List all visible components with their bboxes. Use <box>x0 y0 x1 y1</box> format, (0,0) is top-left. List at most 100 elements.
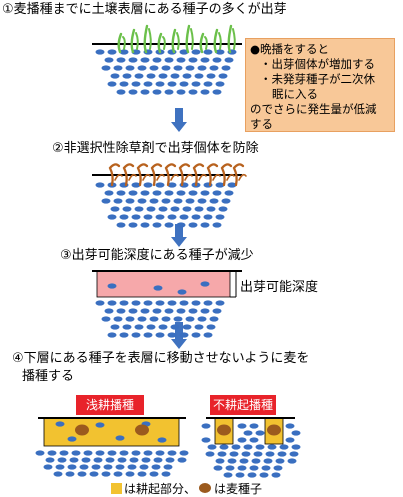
seed <box>167 81 177 87</box>
seed <box>125 198 135 204</box>
seed <box>212 222 222 228</box>
seed <box>143 81 153 87</box>
seed <box>122 73 132 79</box>
seed <box>116 89 126 95</box>
seed <box>119 332 129 338</box>
late-sowing-note: ●晩播をすると ・出芽個体が増加する ・未発芽種子が二次休 眠に入る のでさらに… <box>245 38 395 132</box>
seed <box>113 198 123 204</box>
dead-sprouts <box>108 163 247 187</box>
seed <box>185 65 195 71</box>
seed <box>155 332 165 338</box>
seed <box>115 435 125 441</box>
seed <box>285 423 295 429</box>
dead-sprout-leaf <box>226 173 235 181</box>
down-arrow <box>171 224 187 247</box>
seed <box>201 437 211 443</box>
seed-cluster-4 <box>35 421 301 478</box>
sprout-leaf <box>122 36 126 50</box>
seed <box>215 214 225 220</box>
seed <box>131 450 141 456</box>
seed <box>140 222 150 228</box>
seed <box>203 300 213 306</box>
dead-sprout <box>232 163 245 187</box>
emergence-depth-band <box>96 270 231 298</box>
seed <box>143 182 153 188</box>
seed <box>179 300 189 306</box>
seed <box>165 457 175 463</box>
seed <box>152 222 162 228</box>
seed <box>93 457 103 463</box>
seed <box>182 73 192 79</box>
seed <box>201 423 211 429</box>
seed <box>176 190 186 196</box>
seed <box>119 450 129 456</box>
seed <box>227 182 237 188</box>
seed <box>107 49 117 55</box>
dead-sprout <box>122 163 135 187</box>
seed <box>117 457 127 463</box>
seed <box>140 57 150 63</box>
seed <box>59 450 69 456</box>
seed <box>239 458 249 464</box>
step-2-text: ②非選択性除草剤で出芽個体を防除 <box>52 141 259 156</box>
seed <box>185 316 195 322</box>
seed <box>218 206 228 212</box>
seed <box>207 444 217 450</box>
seed <box>279 444 289 450</box>
seed <box>197 316 207 322</box>
seed <box>116 190 126 196</box>
seed <box>158 206 168 212</box>
dead-sprout <box>192 163 205 187</box>
seed <box>167 214 177 220</box>
wheat-seed <box>217 424 231 436</box>
sprout <box>185 24 191 54</box>
seed <box>203 214 213 220</box>
legend-tilled-text: は耕起部分、 <box>124 482 197 496</box>
seed <box>221 65 231 71</box>
seed <box>104 190 114 196</box>
step-1-text: ①麦播種までに土壌表層にある種子の多くが出芽 <box>2 2 287 17</box>
seed <box>206 324 216 330</box>
seed <box>200 222 210 228</box>
seed <box>291 430 301 436</box>
seed <box>176 89 186 95</box>
note-line-6: する <box>250 117 273 131</box>
seed <box>153 285 163 291</box>
dead-sprout <box>108 163 121 187</box>
seed <box>152 190 162 196</box>
note-line-1: ●晩播をすると <box>250 42 330 56</box>
seed <box>182 324 192 330</box>
seed <box>158 73 168 79</box>
section-4-soil <box>35 417 301 478</box>
seed <box>146 206 156 212</box>
shallow-tillage-label: 浅耕播種 <box>76 395 144 415</box>
seed <box>188 222 198 228</box>
seed <box>267 444 277 450</box>
seed <box>89 471 99 477</box>
seed <box>131 214 141 220</box>
seed <box>119 49 129 55</box>
seed <box>155 450 165 456</box>
seed <box>203 49 213 55</box>
seed <box>249 423 259 429</box>
seed <box>188 308 198 314</box>
seed <box>271 472 281 478</box>
seed <box>176 57 186 63</box>
seed <box>35 450 45 456</box>
seed <box>249 465 259 471</box>
seed <box>197 65 207 71</box>
sprout-leaf <box>218 32 222 50</box>
seed <box>95 422 105 428</box>
seed <box>197 198 207 204</box>
note-line-5: のでさらに発生量が低減 <box>250 102 377 116</box>
seed <box>209 65 219 71</box>
seed <box>215 182 225 188</box>
sprout <box>130 28 136 54</box>
seed <box>104 308 114 314</box>
seed <box>237 465 247 471</box>
seed <box>143 332 153 338</box>
seed <box>164 222 174 228</box>
seed <box>107 450 117 456</box>
wheat-seeds <box>75 424 281 436</box>
seed <box>161 316 171 322</box>
